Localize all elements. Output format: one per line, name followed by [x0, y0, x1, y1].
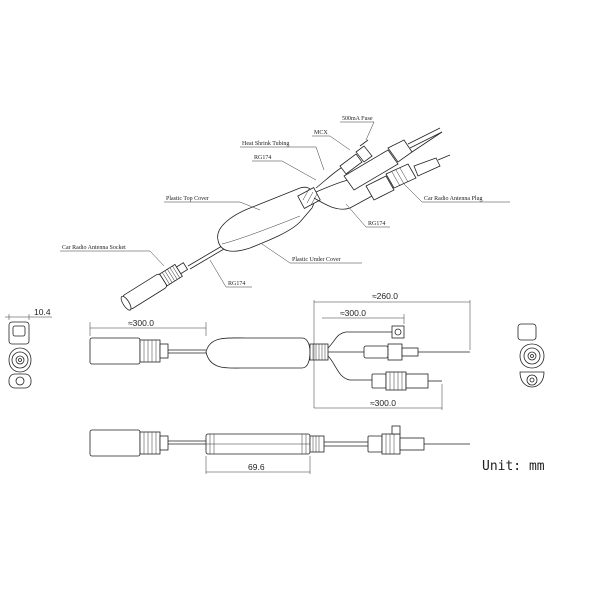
fuse-holder-iso — [343, 127, 443, 191]
antenna-socket-iso — [120, 262, 189, 311]
label-rg174-top: RG174 — [254, 155, 271, 161]
label-antenna-plug: Car Radio Antenna Plug — [424, 196, 483, 202]
isometric-view — [120, 127, 451, 311]
top-view — [89, 325, 470, 391]
dim-300-left: ≈300.0 — [128, 318, 154, 328]
label-antenna-socket: Car Radio Antenna Socket — [62, 245, 126, 251]
label-heat-shrink: Heat Shrink Tubing — [242, 141, 289, 147]
plastic-cover-top — [205, 337, 311, 369]
label-top-cover: Plastic Top Cover — [166, 196, 209, 202]
mcx-connector-iso — [339, 139, 373, 175]
label-under-cover: Plastic Under Cover — [292, 257, 341, 263]
label-rg174-bottom: RG174 — [228, 281, 245, 287]
side-view-dimensions: 69.6 — [205, 456, 311, 474]
callouts: 500mA Fuse MCX Heat Shrink Tubing RG174 … — [60, 116, 510, 288]
unit-label: Unit: mm — [482, 459, 545, 474]
dim-width-left: 10.4 — [34, 307, 51, 317]
plastic-cover-iso — [217, 186, 315, 252]
top-view-dimensions: ≈300.0 ≈260.0 ≈300.0 ≈300.0 — [89, 291, 471, 410]
antenna-plug-iso — [365, 154, 451, 201]
dim-69-6: 69.6 — [248, 462, 265, 472]
label-mcx: MCX — [314, 130, 328, 136]
left-end-view: 10.4 — [5, 307, 52, 389]
side-view — [89, 425, 470, 457]
dim-300-bottom: ≈300.0 — [370, 398, 396, 408]
dim-260: ≈260.0 — [372, 291, 398, 301]
label-rg174-right: RG174 — [368, 221, 385, 227]
dim-300-top: ≈300.0 — [340, 308, 366, 318]
right-end-view — [517, 323, 545, 388]
label-fuse: 500mA Fuse — [342, 116, 373, 122]
